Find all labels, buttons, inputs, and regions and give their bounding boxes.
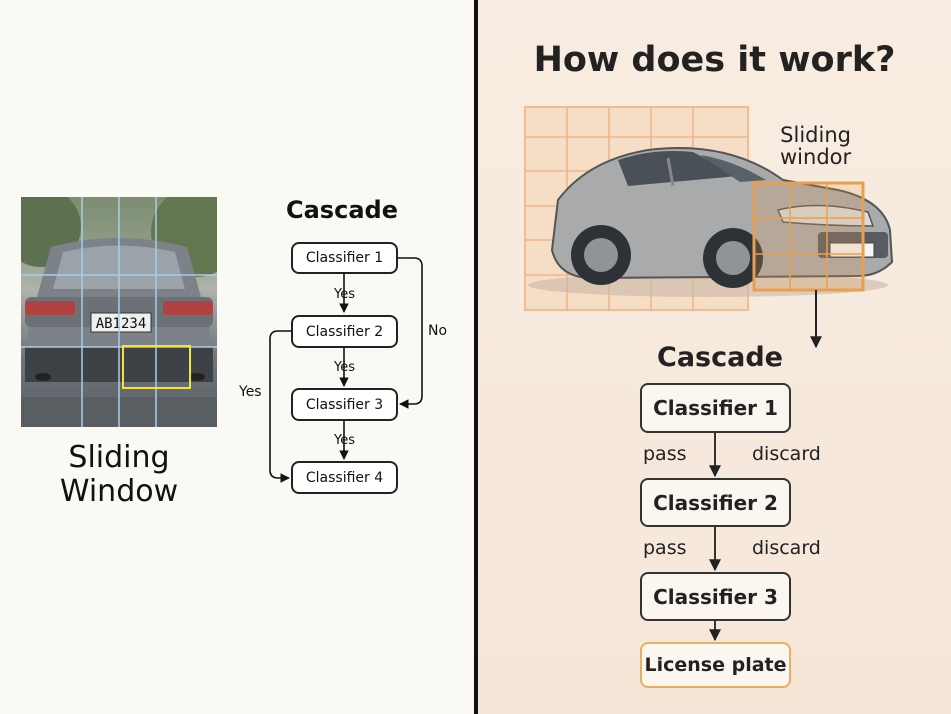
- left-edge-yes-2: Yes: [334, 360, 355, 375]
- car-rear-photo: AB1234: [21, 197, 217, 427]
- right-title: How does it work?: [533, 40, 896, 80]
- left-classifier-1: Classifier 1: [291, 242, 398, 274]
- sliding-label-line1: Sliding: [780, 123, 851, 147]
- left-edge-no: No: [428, 323, 448, 339]
- left-classifier-4: Classifier 4: [291, 461, 398, 494]
- sliding-window-label: Sliding Window: [21, 441, 217, 509]
- right-panel: How does it work?: [478, 0, 951, 714]
- right-discard-2: discard: [752, 537, 821, 559]
- panel-divider: [474, 0, 478, 714]
- right-pass-2: pass: [643, 537, 687, 559]
- plate-text: AB1234: [96, 316, 147, 332]
- right-discard-1: discard: [752, 443, 821, 465]
- cascade-title-right: Cascade: [657, 342, 783, 373]
- left-edge-yes-skip: Yes: [239, 384, 262, 400]
- right-classifier-2: Classifier 2: [640, 478, 791, 527]
- right-output-license-plate: License plate: [640, 642, 791, 688]
- sliding-window-box: [122, 345, 191, 389]
- cascade-title-left: Cascade: [286, 196, 398, 224]
- left-classifier-3: Classifier 3: [291, 388, 398, 421]
- cascade-connectors-left: [269, 257, 423, 483]
- sliding-window-label-line1: Sliding: [68, 440, 170, 475]
- left-classifier-2: Classifier 2: [291, 315, 398, 348]
- sliding-window-orange: [752, 181, 865, 292]
- sliding-window-label-right: Sliding windor: [780, 124, 851, 168]
- right-pass-1: pass: [643, 443, 687, 465]
- sliding-label-line2: windor: [780, 145, 852, 169]
- right-classifier-3: Classifier 3: [640, 572, 791, 621]
- left-edge-yes-1: Yes: [334, 287, 355, 302]
- left-panel: AB1234 Sliding Window Cascade: [0, 0, 474, 714]
- sliding-window-label-line2: Window: [59, 474, 179, 509]
- car-front-illustration: [524, 106, 894, 642]
- right-classifier-1: Classifier 1: [640, 383, 791, 433]
- left-edge-yes-3: Yes: [334, 433, 355, 448]
- car-rear-illustration: AB1234: [21, 197, 217, 427]
